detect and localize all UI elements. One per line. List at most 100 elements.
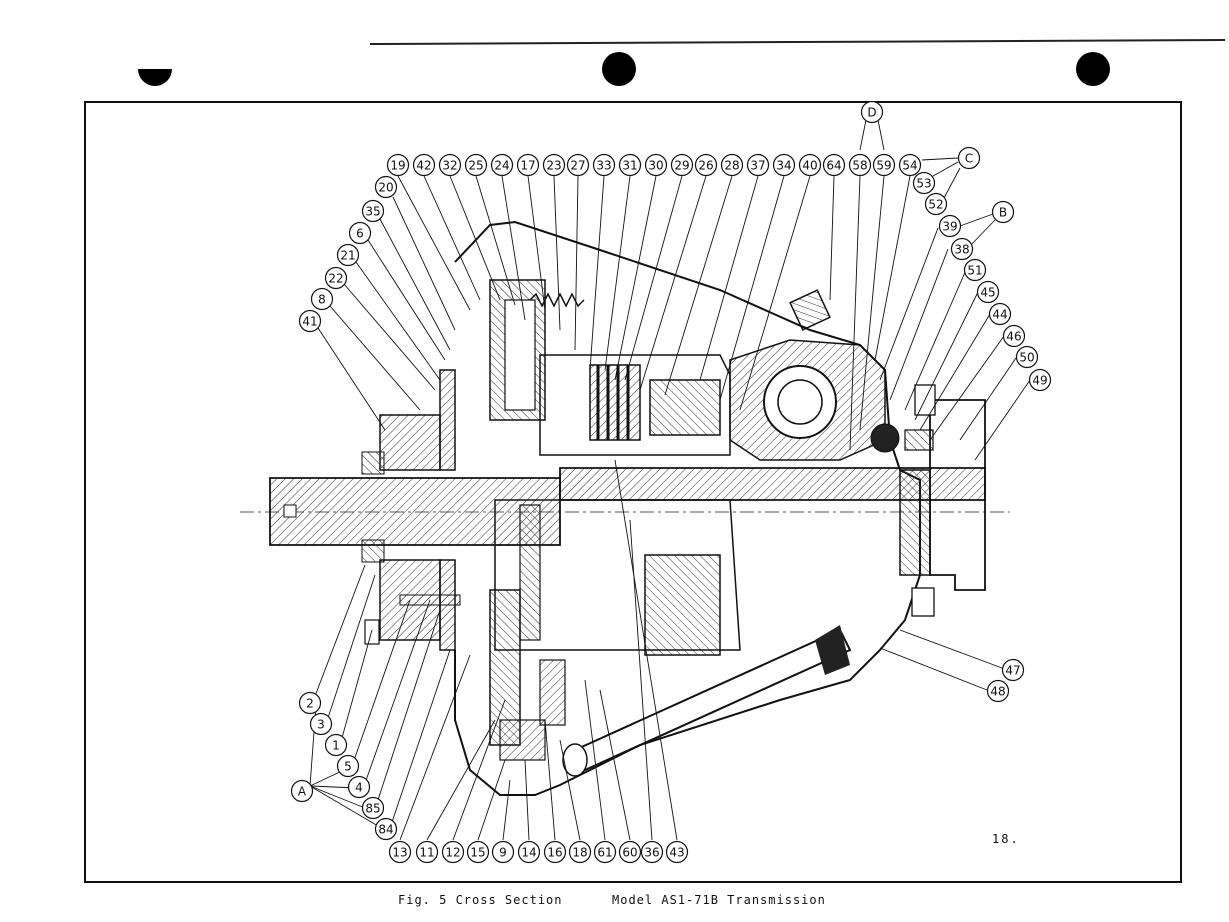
callout-circle-84	[374, 817, 398, 841]
callout-12: 12	[445, 846, 460, 860]
callout-circle-C	[957, 146, 981, 170]
callout-circle-64	[822, 153, 846, 177]
clutch-pack	[589, 364, 641, 441]
callout-circle-50	[1015, 345, 1039, 369]
key-slot	[283, 504, 297, 518]
callout-11: 11	[419, 846, 434, 860]
callout-44: 44	[992, 308, 1007, 322]
callout-circle-34	[772, 153, 796, 177]
bearing-lower	[644, 554, 721, 656]
callout-22: 22	[328, 272, 343, 286]
callout-circle-49	[1028, 368, 1052, 392]
callout-2: 2	[306, 697, 314, 711]
seal-left-lower	[361, 539, 385, 563]
callout-circle-12	[441, 840, 465, 864]
callout-circle-19	[386, 153, 410, 177]
callout-34: 34	[776, 159, 791, 173]
callout-32: 32	[442, 159, 457, 173]
callout-circle-41	[298, 309, 322, 333]
callout-circle-3	[309, 712, 333, 736]
callout-4: 4	[355, 781, 363, 795]
callout-20: 20	[378, 181, 393, 195]
callout-3: 3	[317, 718, 325, 732]
callout-circle-43	[665, 840, 689, 864]
seal-left-upper	[361, 451, 385, 475]
callout-61: 61	[597, 846, 612, 860]
callout-D: D	[867, 106, 876, 120]
callout-circle-39	[938, 214, 962, 238]
callout-circle-5	[336, 754, 360, 778]
callout-C: C	[965, 152, 973, 166]
callout-47: 47	[1005, 664, 1020, 678]
callout-27: 27	[570, 159, 585, 173]
callout-8: 8	[318, 293, 326, 307]
callout-41: 41	[302, 315, 317, 329]
callout-84: 84	[378, 823, 393, 837]
callout-59: 59	[876, 159, 891, 173]
callout-28: 28	[724, 159, 739, 173]
callout-circle-24	[490, 153, 514, 177]
callout-37: 37	[750, 159, 765, 173]
callout-circle-16	[543, 840, 567, 864]
callout-52: 52	[928, 198, 943, 212]
callout-40: 40	[802, 159, 817, 173]
callout-circle-17	[516, 153, 540, 177]
callout-58: 58	[852, 159, 867, 173]
callout-85: 85	[365, 802, 380, 816]
detent-plunger	[789, 289, 831, 331]
callout-18: 18	[572, 846, 587, 860]
callout-5: 5	[344, 760, 352, 774]
callout-16: 16	[547, 846, 562, 860]
callout-31: 31	[622, 159, 637, 173]
callout-circle-15	[466, 840, 490, 864]
callout-circle-1	[324, 733, 348, 757]
callout-60: 60	[622, 846, 637, 860]
return-spring	[529, 292, 585, 308]
callout-circle-D	[860, 100, 884, 124]
callout-45: 45	[980, 286, 995, 300]
callout-circle-33	[592, 153, 616, 177]
callout-13: 13	[392, 846, 407, 860]
callout-54: 54	[902, 159, 917, 173]
callout-43: 43	[669, 846, 684, 860]
callout-53: 53	[916, 177, 931, 191]
callout-circle-23	[542, 153, 566, 177]
callout-30: 30	[648, 159, 663, 173]
model-caption: Model AS1-71B Transmission	[612, 893, 826, 907]
carrier-hub	[519, 504, 541, 641]
callout-25: 25	[468, 159, 483, 173]
callout-39: 39	[942, 220, 957, 234]
callout-circle-47	[1001, 658, 1025, 682]
input-shaft	[269, 477, 561, 546]
callout-circle-42	[412, 153, 436, 177]
callout-51: 51	[967, 264, 982, 278]
callout-circle-20	[374, 175, 398, 199]
callout-17: 17	[520, 159, 535, 173]
callout-42: 42	[416, 159, 431, 173]
callout-A: A	[298, 785, 307, 799]
callout-circle-9	[491, 840, 515, 864]
callout-33: 33	[596, 159, 611, 173]
callout-circle-21	[336, 243, 360, 267]
callout-19: 19	[390, 159, 405, 173]
callout-38: 38	[954, 243, 969, 257]
seal-right	[904, 429, 934, 451]
callout-35: 35	[365, 205, 380, 219]
callout-49: 49	[1032, 374, 1047, 388]
callout-29: 29	[674, 159, 689, 173]
callout-circle-35	[361, 199, 385, 223]
callout-circle-4	[347, 775, 371, 799]
callout-circle-14	[517, 840, 541, 864]
output-collar	[899, 469, 931, 576]
punch-hole-center	[602, 52, 636, 86]
callout-circle-85	[361, 796, 385, 820]
piston-cavity	[504, 299, 536, 411]
callout-48: 48	[990, 685, 1005, 699]
callout-circle-25	[464, 153, 488, 177]
callout-circle-53	[912, 171, 936, 195]
callout-circle-36	[640, 840, 664, 864]
figure-caption: Fig. 5 Cross Section	[398, 893, 563, 907]
